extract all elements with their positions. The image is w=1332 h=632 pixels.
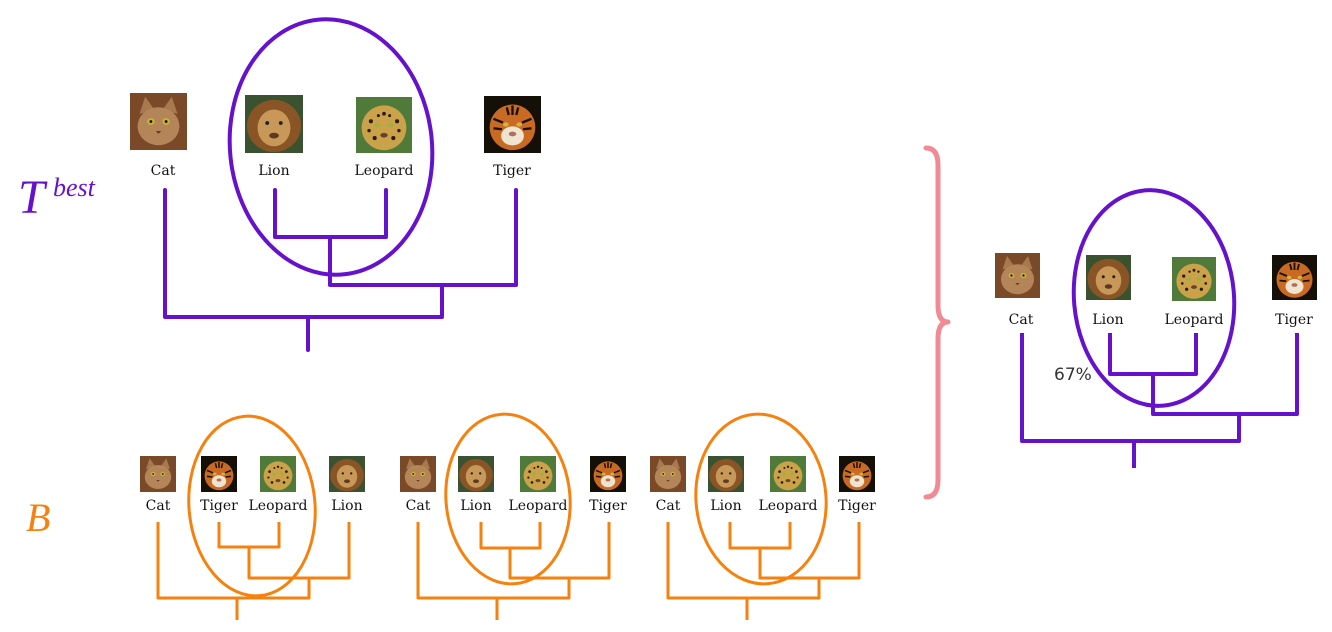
leopard-photo-icon <box>1172 257 1216 301</box>
lion-photo-icon <box>245 95 303 153</box>
leaf-label-cat: Cat <box>656 498 681 514</box>
leaf-label-leopard: Leopard <box>509 498 568 514</box>
cat-photo-icon <box>130 93 187 150</box>
lion-photo-icon <box>1086 255 1131 300</box>
lion-photo-icon <box>329 456 365 492</box>
clade-circle <box>187 414 317 598</box>
t-best-symbol: T <box>18 171 48 224</box>
cat-photo-icon <box>140 456 176 492</box>
leaf-label-lion: Lion <box>710 498 741 514</box>
leaf-label-lion: Lion <box>331 498 362 514</box>
cat-photo-icon <box>995 253 1040 298</box>
curly-brace <box>923 145 951 500</box>
leaf-label-leopard: Leopard <box>249 498 308 514</box>
t-best-tree: Cat Lion Leopard Tiger <box>130 17 541 352</box>
leaf-label-leopard: Leopard <box>355 163 414 179</box>
tree-branches <box>416 522 611 620</box>
b-symbol: B <box>26 495 50 540</box>
bootstrap-tree-1: Cat Tiger Leopard Lion <box>140 414 365 620</box>
t-best-superscript: best <box>53 173 96 202</box>
leaf-label-lion: Lion <box>460 498 491 514</box>
t-best-label: T best <box>18 171 96 224</box>
leaf-label-tiger: Tiger <box>838 498 876 514</box>
lion-photo-icon <box>458 456 494 492</box>
tree-branches <box>666 522 861 620</box>
leopard-photo-icon <box>770 456 806 492</box>
tiger-photo-icon <box>590 456 626 492</box>
leaf-label-cat: Cat <box>146 498 171 514</box>
tiger-photo-icon <box>1272 255 1317 300</box>
bootstrap-tree-3: Cat Lion Leopard Tiger <box>650 412 876 620</box>
leaf-label-leopard: Leopard <box>1165 312 1224 328</box>
leopard-photo-icon <box>520 456 556 492</box>
clade-circle <box>444 412 572 586</box>
tree-branches <box>163 188 518 352</box>
clade-circle <box>1071 188 1237 408</box>
cat-photo-icon <box>400 456 436 492</box>
tiger-photo-icon <box>484 96 541 153</box>
support-percent: 67% <box>1054 365 1092 385</box>
leaf-label-cat: Cat <box>151 163 176 179</box>
leaf-label-tiger: Tiger <box>1275 312 1313 328</box>
tiger-photo-icon <box>201 456 237 492</box>
lion-photo-icon <box>708 456 744 492</box>
leaf-label-leopard: Leopard <box>759 498 818 514</box>
leaf-label-cat: Cat <box>406 498 431 514</box>
cat-photo-icon <box>650 456 686 492</box>
tree-branches <box>1020 333 1299 468</box>
clade-circle <box>227 17 435 277</box>
tree-branches <box>156 522 351 620</box>
leaf-label-cat: Cat <box>1009 312 1034 328</box>
bootstrap-tree-2: Cat Lion Leopard Tiger <box>400 412 627 620</box>
leaf-label-tiger: Tiger <box>589 498 627 514</box>
clade-circle <box>694 412 828 586</box>
leopard-photo-icon <box>260 456 296 492</box>
leaf-label-lion: Lion <box>1092 312 1123 328</box>
leopard-photo-icon <box>356 97 412 153</box>
leaf-label-lion: Lion <box>258 163 289 179</box>
result-tree: Cat Lion Leopard Tiger 67% <box>995 188 1317 468</box>
tiger-photo-icon <box>839 456 875 492</box>
leaf-label-tiger: Tiger <box>200 498 238 514</box>
leaf-label-tiger: Tiger <box>493 163 531 179</box>
